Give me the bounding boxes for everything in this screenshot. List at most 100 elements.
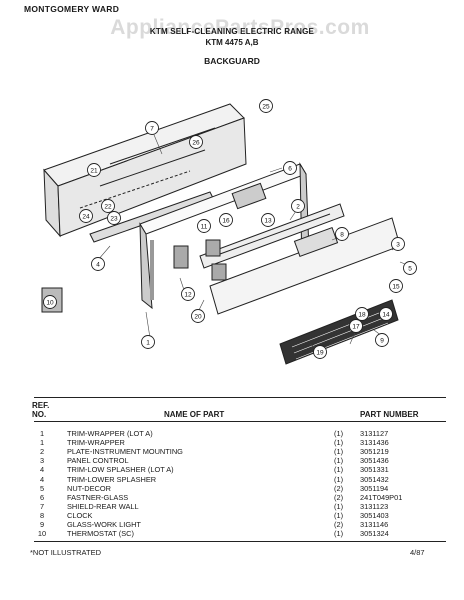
svg-text:22: 22 — [104, 204, 112, 211]
ref-header-line1: REF. — [32, 401, 50, 410]
ref-cell: 7 — [39, 501, 45, 511]
callout-25: 25 — [259, 99, 273, 113]
ref-cell: 4 — [39, 474, 45, 484]
callout-22: 22 — [101, 199, 115, 213]
callout-26: 26 — [189, 135, 203, 149]
model-title: KTM SELF-CLEANING ELECTRIC RANGE — [149, 27, 315, 36]
quantity-cell: (2) — [334, 520, 344, 529]
callout-5: 5 — [403, 261, 417, 275]
svg-text:17: 17 — [352, 324, 360, 331]
part-name-cell: PLATE-INSTRUMENT MOUNTING — [67, 447, 183, 457]
part-number-cell: 3051436 — [360, 456, 389, 466]
ref-cell: 1 — [39, 429, 45, 438]
svg-text:9: 9 — [380, 338, 384, 345]
part-number-cell: 3051324 — [360, 529, 389, 539]
ref-cell: 4 — [39, 465, 45, 475]
callout-17: 17 — [349, 319, 363, 333]
part-number-cell: 3131123 — [360, 501, 389, 511]
quantity-cell: (1) — [334, 438, 344, 448]
ref-cell: 9 — [39, 520, 45, 529]
svg-text:24: 24 — [82, 214, 90, 221]
quantity-cell: (1) — [334, 456, 344, 466]
svg-text:7: 7 — [150, 126, 154, 133]
callout-11: 11 — [197, 219, 211, 233]
svg-text:8: 8 — [340, 232, 344, 239]
quantity-cell: (1) — [334, 501, 344, 511]
callout-24: 24 — [79, 209, 93, 223]
svg-text:11: 11 — [201, 224, 208, 231]
table-row: 10 THERMOSTAT (SC) (1) 3051324 — [0, 530, 464, 538]
footnote: *NOT ILLUSTRATED — [30, 548, 101, 557]
part-name-cell: GLASS-WORK LIGHT — [67, 520, 141, 529]
quantity-cell: (1) — [334, 510, 344, 520]
instrument-plate — [199, 203, 345, 269]
svg-text:20: 20 — [194, 314, 202, 321]
part-name-cell: THERMOSTAT (SC) — [67, 529, 134, 539]
ref-cell: 10 — [37, 529, 47, 539]
ref-cell: 3 — [39, 456, 45, 466]
table-row: 3 PANEL CONTROL (1) 3051436 — [0, 457, 464, 465]
quantity-cell: (1) — [334, 447, 344, 457]
infinite-switch — [173, 245, 189, 269]
quantity-cell: (1) — [334, 474, 344, 484]
part-number-cell: 3051331 — [360, 465, 389, 475]
part-number-cell: 241T049P01 — [360, 492, 403, 502]
svg-text:12: 12 — [184, 292, 192, 299]
part-name-cell: TRIM-LOW SPLASHER (LOT A) — [67, 465, 174, 475]
name-header: NAME OF PART — [164, 410, 225, 419]
svg-text:23: 23 — [110, 216, 118, 223]
svg-text:21: 21 — [90, 168, 98, 175]
svg-text:18: 18 — [358, 312, 366, 319]
svg-text:26: 26 — [192, 140, 200, 147]
part-name-cell: PANEL CONTROL — [67, 456, 129, 466]
callout-18: 18 — [355, 307, 369, 321]
svg-text:25: 25 — [262, 104, 270, 111]
quantity-cell: (1) — [334, 429, 344, 438]
part-name-cell: CLOCK — [67, 510, 93, 520]
table-top-rule — [34, 397, 446, 398]
ref-cell: 5 — [39, 483, 45, 493]
ref-cell: 8 — [39, 510, 45, 520]
svg-text:4: 4 — [96, 262, 100, 269]
part-number-cell: 3131127 — [360, 429, 389, 438]
callout-23: 23 — [107, 211, 121, 225]
part-name-cell: NUT-DECOR — [67, 483, 111, 493]
quantity-cell: (1) — [334, 529, 344, 539]
callout-2: 2 — [291, 199, 305, 213]
part-number-cell: 3051219 — [360, 447, 389, 457]
quantity-cell: (1) — [334, 465, 344, 475]
callout-9: 9 — [375, 333, 389, 347]
svg-text:14: 14 — [382, 312, 390, 319]
ref-cell: 1 — [39, 438, 45, 448]
callout-10: 10 — [43, 295, 57, 309]
table-row: 2 PLATE-INSTRUMENT MOUNTING (1) 3051219 — [0, 448, 464, 456]
ref-cell: 2 — [39, 447, 45, 457]
svg-text:3: 3 — [396, 242, 400, 249]
callout-14: 14 — [379, 307, 393, 321]
svg-text:5: 5 — [408, 266, 412, 273]
table-row: 4 TRIM-LOW SPLASHER (LOT A) (1) 3051331 — [0, 466, 464, 474]
callout-7: 7 — [145, 121, 159, 135]
table-bottom-rule — [34, 541, 446, 542]
ref-cell: 6 — [39, 492, 45, 502]
callout-4: 4 — [91, 257, 105, 271]
svg-text:13: 13 — [264, 218, 272, 225]
section-title: BACKGUARD — [204, 56, 260, 66]
brand-label: MONTGOMERY WARD — [24, 4, 120, 14]
callout-15: 15 — [389, 279, 403, 293]
work-light-glass — [279, 299, 399, 365]
svg-text:10: 10 — [46, 300, 54, 307]
part-number-cell: 3131146 — [360, 520, 389, 529]
table-row: 9 GLASS-WORK LIGHT (2) 3131146 — [0, 521, 464, 529]
switch-block — [231, 182, 267, 210]
ref-header-line2: NO. — [32, 410, 47, 419]
callout-6: 6 — [283, 161, 297, 175]
svg-text:15: 15 — [392, 284, 400, 291]
